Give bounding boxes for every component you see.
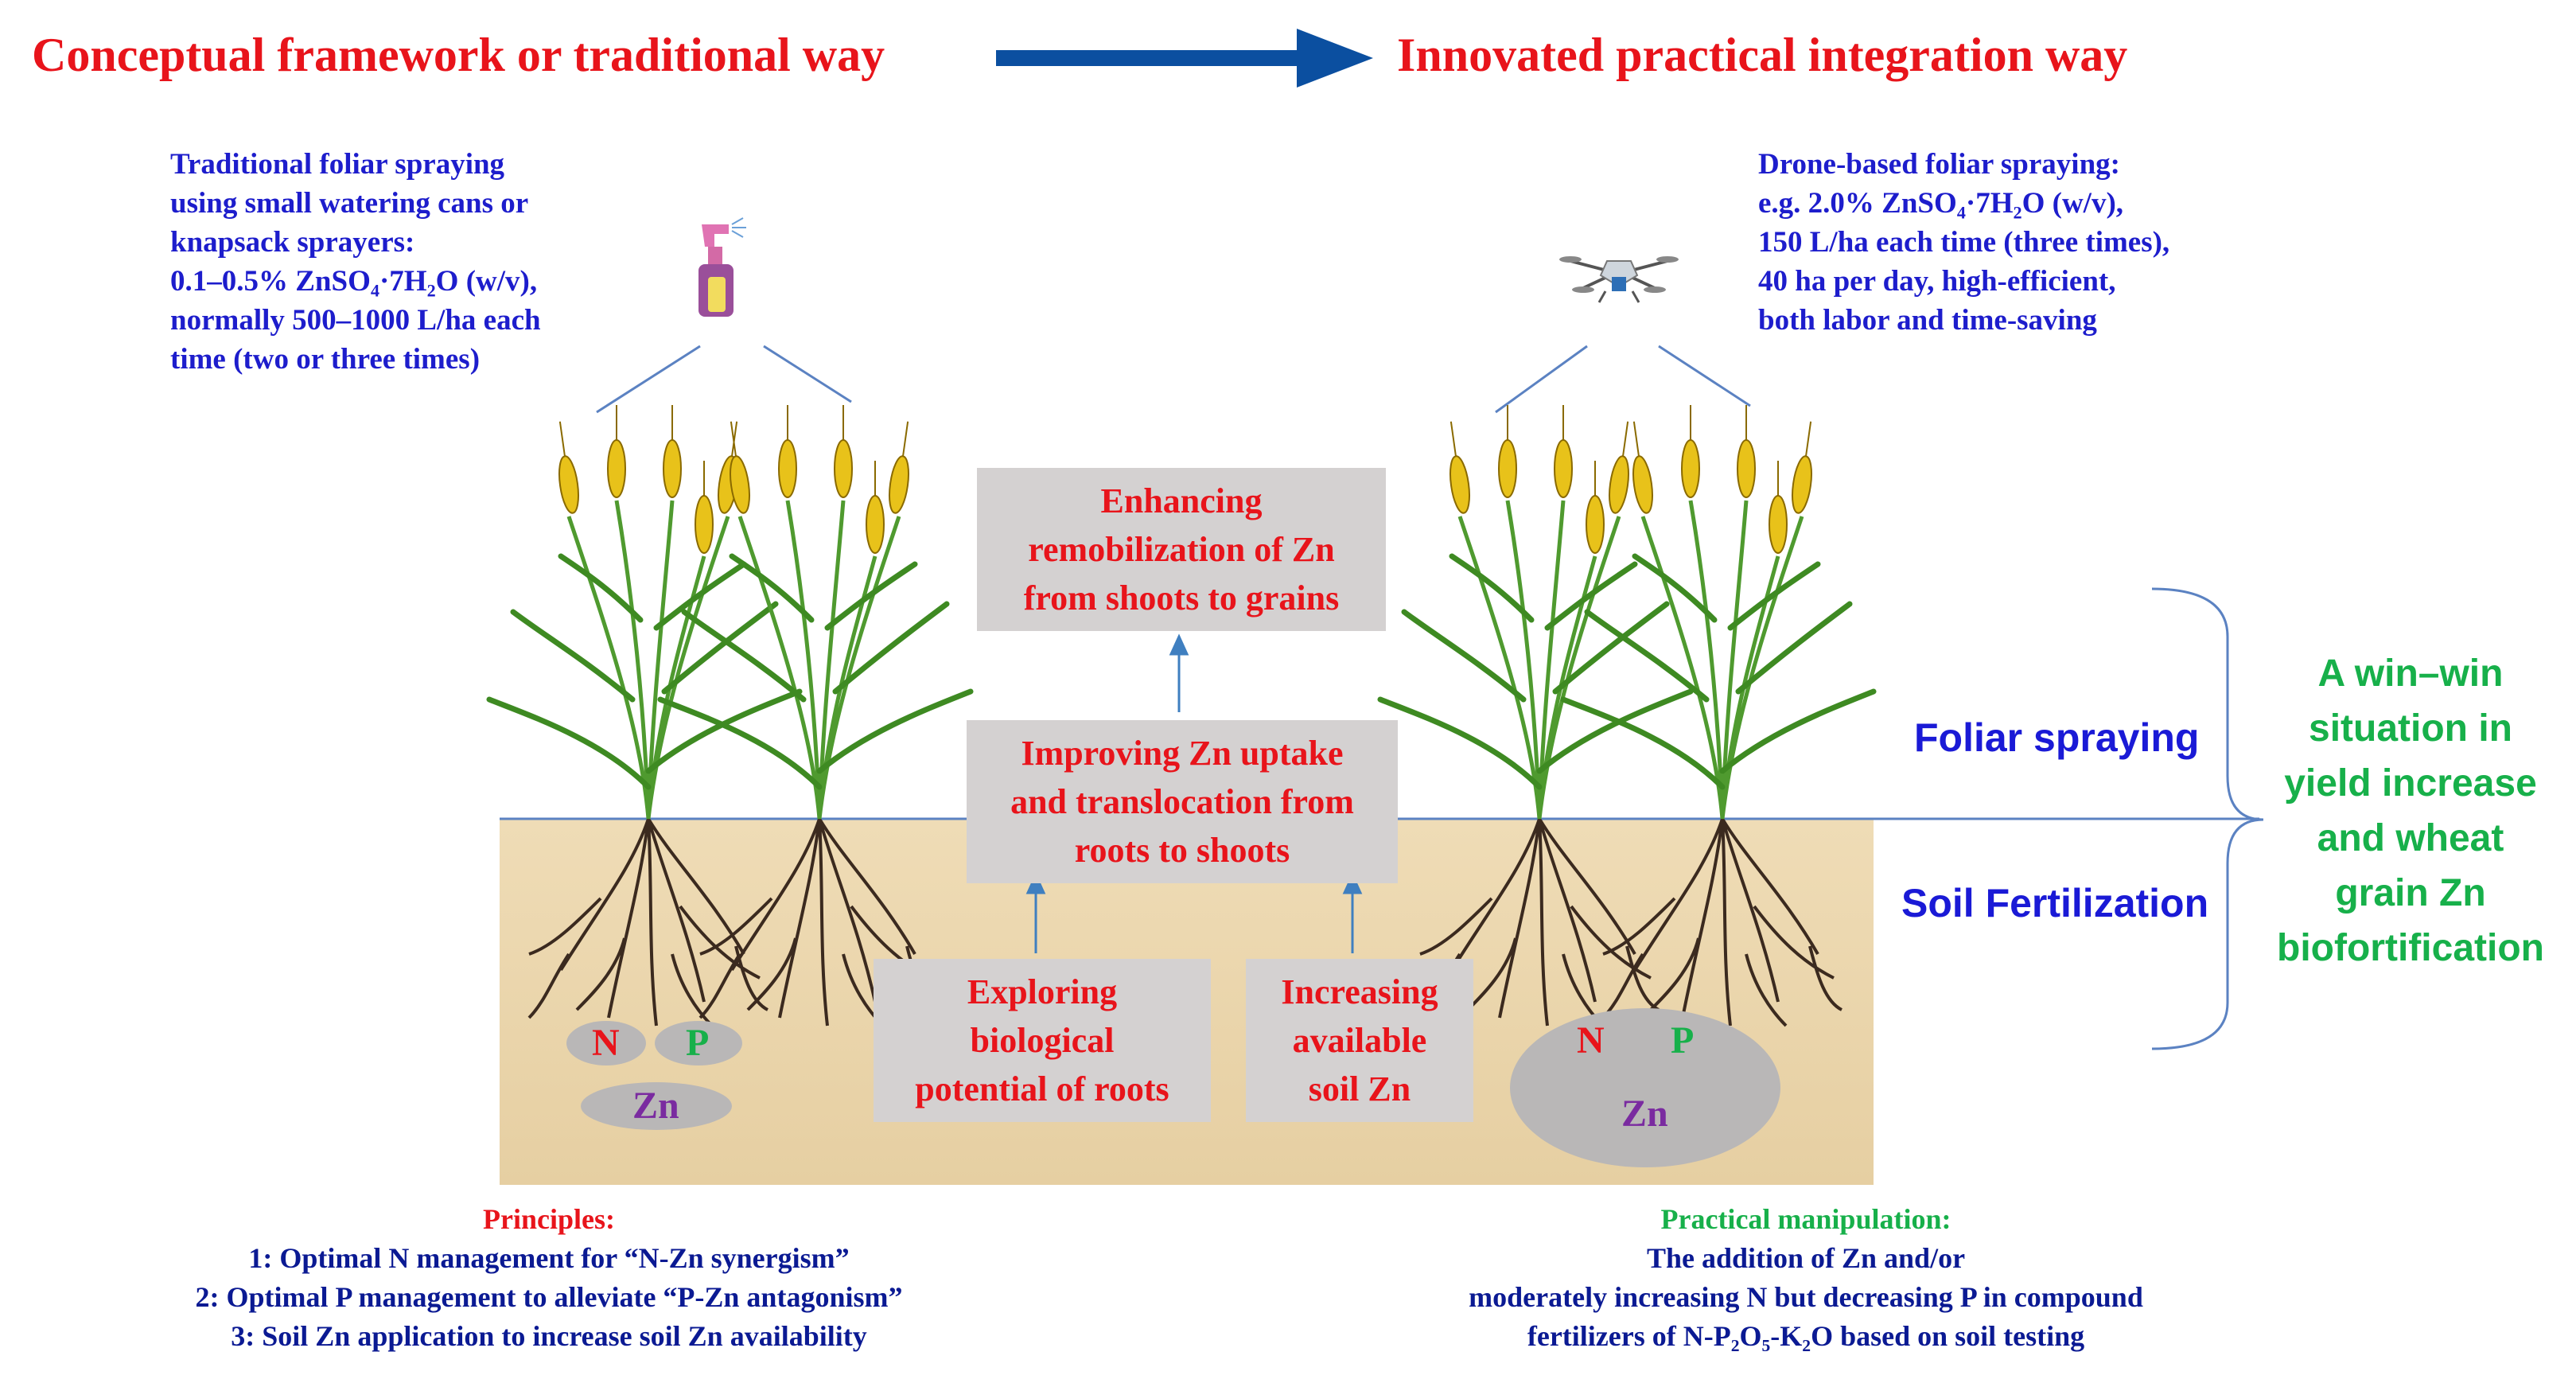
- traditional-spraying-note: Traditional foliar spraying using small …: [170, 145, 541, 379]
- available-soil-zn-box: Increasing available soil Zn: [1246, 959, 1473, 1122]
- win-win-outcome: A win–win situation in yield increase an…: [2251, 646, 2570, 976]
- box-line: available: [1292, 1021, 1427, 1060]
- box-line: potential of roots: [915, 1069, 1169, 1108]
- practical-line: moderately increasing N but decreasing P…: [1469, 1281, 2143, 1313]
- note-line: 0.1–0.5% ZnSO₄·7H₂O (w/v),: [170, 265, 538, 298]
- remobilization-box: Enhancing remobilization of Zn from shoo…: [977, 468, 1386, 631]
- principle-item: 3: Soil Zn application to increase soil …: [231, 1320, 867, 1352]
- box-line: biological: [970, 1021, 1115, 1060]
- principles-title: Principles:: [483, 1203, 615, 1235]
- box-line: Enhancing: [1100, 481, 1263, 520]
- foliar-spraying-label: Foliar spraying: [1914, 715, 2200, 760]
- box-line: from shoots to grains: [1023, 579, 1340, 617]
- note-line: e.g. 2.0% ZnSO₄·7H₂O (w/v),: [1758, 187, 2124, 220]
- box-line: Exploring: [967, 972, 1118, 1011]
- outcome-line: and wheat: [2317, 817, 2504, 859]
- outcome-line: yield increase: [2284, 762, 2537, 804]
- practical-line: The addition of Zn and/or: [1646, 1242, 1966, 1274]
- principle-item: 1: Optimal N management for “N-Zn synerg…: [248, 1242, 850, 1274]
- box-line: Improving Zn uptake: [1021, 734, 1344, 773]
- note-line: Traditional foliar spraying: [170, 148, 505, 181]
- note-line: both labor and time-saving: [1758, 304, 2097, 337]
- principles-block: Principles: 1: Optimal N management for …: [119, 1200, 979, 1356]
- root-potential-box: Exploring biological potential of roots: [874, 959, 1211, 1122]
- box-line: remobilization of Zn: [1028, 530, 1335, 569]
- outcome-line: situation in: [2309, 707, 2512, 750]
- note-line: 150 L/ha each time (three times),: [1758, 226, 2170, 259]
- phosphorus-label-right: P: [1671, 1019, 1695, 1062]
- practical-manipulation-block: Practical manipulation: The addition of …: [1384, 1200, 2228, 1356]
- soil-fertilization-label: Soil Fertilization: [1901, 881, 2209, 925]
- box-line: Increasing: [1281, 972, 1438, 1011]
- practical-line: fertilizers of N-P₂O₅-K₂O based on soil …: [1527, 1320, 2085, 1352]
- drone-spraying-note: Drone-based foliar spraying: e.g. 2.0% Z…: [1758, 145, 2169, 340]
- note-line: time (two or three times): [170, 343, 481, 376]
- note-line: using small watering cans or: [170, 187, 529, 220]
- outcome-line: A win–win: [2317, 653, 2504, 695]
- note-line: 40 ha per day, high-efficient,: [1758, 265, 2116, 298]
- right-title: Innovated practical integration way: [1397, 29, 2128, 81]
- drone-icon: [1559, 256, 1679, 303]
- principle-item: 2: Optimal P management to alleviate “P-…: [195, 1281, 903, 1313]
- left-title: Conceptual framework or traditional way: [32, 29, 885, 81]
- box-line: and translocation from: [1010, 782, 1354, 821]
- nitrogen-label-right: N: [1577, 1019, 1605, 1062]
- outcome-line: grain Zn: [2335, 872, 2486, 914]
- phosphorus-label-left: P: [686, 1022, 710, 1064]
- nitrogen-label-left: N: [592, 1022, 620, 1064]
- uptake-translocation-box: Improving Zn uptake and translocation fr…: [967, 720, 1398, 883]
- box-line: soil Zn: [1308, 1069, 1411, 1108]
- zinc-label-right: Zn: [1621, 1093, 1668, 1135]
- note-line: Drone-based foliar spraying:: [1758, 148, 2120, 181]
- zinc-label-left: Zn: [632, 1085, 679, 1127]
- box-line: roots to shoots: [1074, 831, 1290, 870]
- note-line: knapsack sprayers:: [170, 226, 415, 259]
- spray-bottle-icon: [698, 217, 746, 317]
- outcome-line: biofortification: [2277, 927, 2544, 969]
- practical-title: Practical manipulation:: [1660, 1203, 1951, 1235]
- note-line: normally 500–1000 L/ha each: [170, 304, 541, 337]
